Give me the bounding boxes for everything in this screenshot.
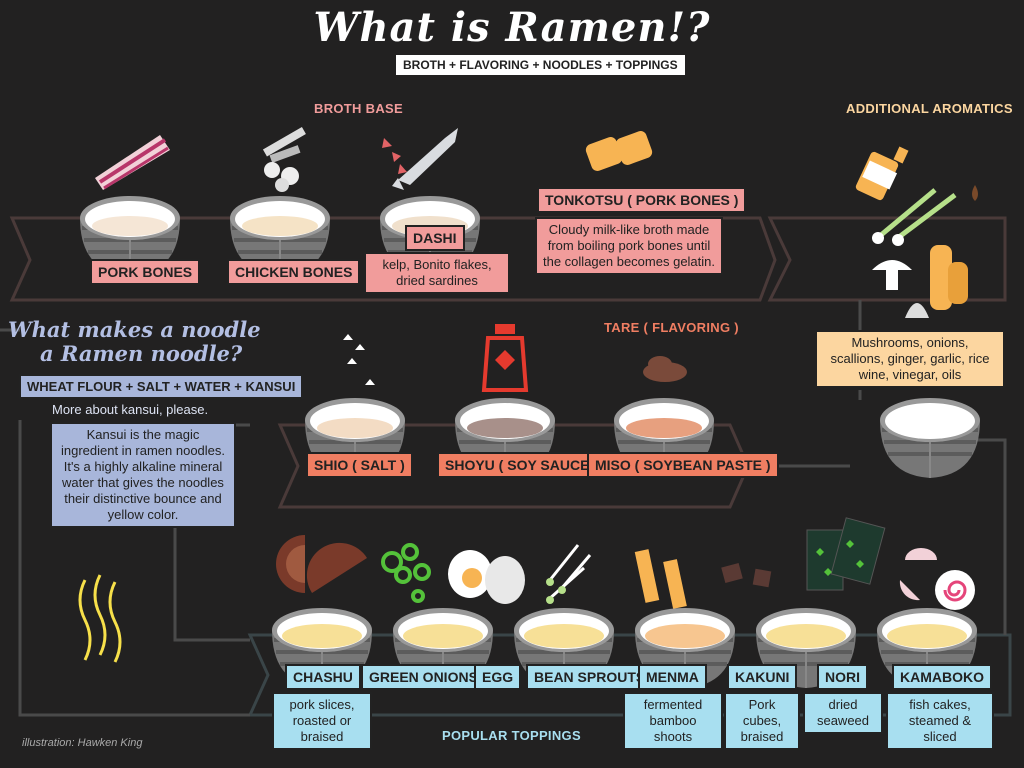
- illustration-credit: illustration: Hawken King: [22, 737, 143, 749]
- bowl-shoyu: [453, 396, 557, 480]
- label-dashi: DASHI: [405, 225, 465, 251]
- label-shio: SHIO ( SALT ): [306, 452, 413, 478]
- bowl-menma: [633, 606, 737, 690]
- bowl-miso: [612, 396, 716, 480]
- bowl-pork-bones: [78, 194, 182, 278]
- label-tonkotsu: TONKOTSU ( PORK BONES ): [537, 187, 747, 213]
- kamaboko-icon: [899, 548, 975, 610]
- green-onions-icon: [381, 543, 431, 603]
- soy-sauce-icon: [481, 324, 529, 392]
- noodle-heading-line1: What makes a noodle: [8, 317, 261, 342]
- desc-kakuni: Pork cubes, braised: [724, 692, 800, 750]
- bowl-shio: [303, 396, 407, 480]
- bowl-aromatics: [878, 396, 982, 480]
- label-kakuni: KAKUNI: [727, 664, 798, 690]
- miso-icon: [643, 356, 687, 382]
- kakuni-icon: [721, 562, 772, 588]
- noodle-heading-line2: a Ramen noodle?: [40, 341, 243, 366]
- chashu-icon: [276, 535, 367, 593]
- desc-aromatics: Mushrooms, onions, scallions, ginger, ga…: [815, 330, 1005, 388]
- menma-icon: [634, 549, 687, 609]
- page-title: What is Ramen!?: [313, 4, 711, 51]
- noodles-icon: [78, 574, 122, 663]
- desc-kamaboko: fish cakes, steamed & sliced: [886, 692, 994, 750]
- aromatics-heading: ADDITIONAL AROMATICS: [846, 101, 1013, 116]
- bowl-kakuni: [754, 606, 858, 690]
- label-chicken-bones: CHICKEN BONES: [227, 259, 361, 285]
- dried-sardine-icon: [382, 128, 458, 190]
- bowl-chicken-bones: [228, 194, 332, 278]
- pork-bone-icon: [95, 135, 170, 190]
- label-nori: NORI: [817, 664, 868, 690]
- bean-sprouts-icon: [546, 544, 592, 604]
- label-pork-bones: PORK BONES: [90, 259, 201, 285]
- salt-icon: [343, 334, 375, 385]
- desc-menma: fermented bamboo shoots: [623, 692, 723, 750]
- toppings-heading: POPULAR TOPPINGS: [442, 728, 581, 743]
- label-kamaboko: KAMABOKO: [892, 664, 992, 690]
- nori-icon: [806, 517, 886, 591]
- chicken-bone-icon: [262, 127, 306, 192]
- bowl-bean-sprouts: [512, 606, 616, 690]
- label-chashu: CHASHU: [285, 664, 361, 690]
- bowl-green-onions: [391, 606, 495, 690]
- noodle-more-link[interactable]: More about kansui, please.: [52, 402, 209, 417]
- label-menma: MENMA: [638, 664, 707, 690]
- desc-kansui: Kansui is the magic ingredient in ramen …: [50, 422, 236, 528]
- tare-heading: TARE ( FLAVORING ): [604, 320, 739, 335]
- page-subtitle: BROTH + FLAVORING + NOODLES + TOPPINGS: [396, 55, 685, 75]
- label-bean-sprouts: BEAN SPROUTS: [526, 664, 654, 690]
- label-green-onions: GREEN ONIONS: [361, 664, 486, 690]
- desc-chashu: pork slices, roasted or braised: [272, 692, 372, 750]
- label-shoyu: SHOYU ( SOY SAUCE ): [437, 452, 606, 478]
- label-egg: EGG: [474, 664, 522, 690]
- aromatics-icons: [855, 146, 978, 318]
- tonkotsu-bones-icon: [585, 131, 653, 171]
- bowl-chashu: [270, 606, 374, 690]
- desc-nori: dried seaweed: [803, 692, 883, 734]
- noodle-formula: WHEAT FLOUR + SALT + WATER + KANSUI: [19, 374, 304, 399]
- desc-tonkotsu: Cloudy milk-like broth made from boiling…: [535, 217, 723, 275]
- bowl-kamaboko: [875, 606, 979, 690]
- egg-icon: [448, 550, 525, 604]
- broth-heading: BROTH BASE: [314, 101, 403, 116]
- desc-dashi: kelp, Bonito flakes, dried sardines: [364, 252, 510, 294]
- label-miso: MISO ( SOYBEAN PASTE ): [587, 452, 779, 478]
